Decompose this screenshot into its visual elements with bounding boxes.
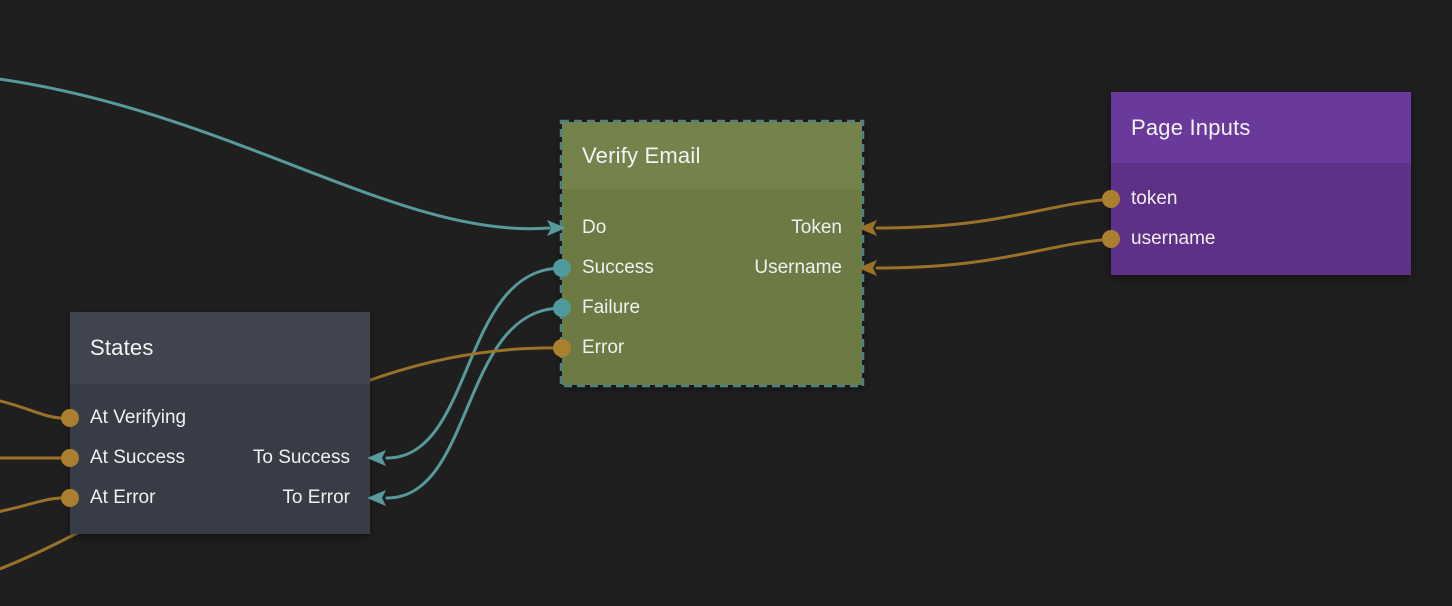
port-label-username-output: username [1131,228,1216,249]
port-error[interactable] [553,339,571,357]
port-failure[interactable] [553,299,571,317]
port-row: Error [562,328,862,368]
arrowhead-username[interactable] [858,260,877,276]
port-label-at-error: At Error [90,487,156,508]
port-label-success: Success [582,257,654,278]
port-label-do: Do [582,217,607,238]
node-states[interactable]: States At Verifying At Success To Succes… [70,312,370,534]
wire-to-at-verifying[interactable] [0,399,64,420]
port-label-to-success: To Success [252,447,350,468]
node-verify-email-header[interactable]: Verify Email [562,122,862,189]
node-title: Page Inputs [1131,114,1251,140]
arrowhead-do[interactable] [547,220,566,236]
node-title: Verify Email [582,142,701,168]
node-page-inputs-header[interactable]: Page Inputs [1111,92,1411,163]
port-at-success[interactable] [61,449,79,467]
port-row: Do Token [562,208,862,248]
node-states-header[interactable]: States [70,312,370,384]
port-label-token: Token [791,217,842,238]
port-row: At Success To Success [70,438,370,478]
port-row: Success Username [562,248,862,288]
wire-username-to-username[interactable] [875,237,1113,270]
port-label-failure: Failure [582,297,641,318]
port-row: At Error To Error [70,478,370,518]
port-label-to-error: To Error [282,487,350,508]
wire-to-do[interactable] [0,77,551,231]
wire-failure-to-to-error[interactable] [385,306,564,500]
wire-success-to-to-success[interactable] [385,266,564,460]
port-label-at-success: At Success [90,447,186,468]
arrowhead-to-success[interactable] [367,450,386,466]
wire-token-to-token[interactable] [875,197,1113,230]
node-page-inputs[interactable]: Page Inputs token username [1111,92,1411,275]
port-at-error[interactable] [61,489,79,507]
node-states-body: At Verifying At Success To Success At Er… [70,384,370,518]
node-verify-email-body: Do Token Success Username Failure Error [562,189,862,368]
node-title: States [90,335,154,360]
wire-to-at-error[interactable] [0,496,64,513]
port-label-error: Error [582,337,625,358]
port-success[interactable] [553,259,571,277]
port-token[interactable] [1102,190,1120,208]
port-row: username [1111,219,1411,259]
port-label-at-verifying: At Verifying [90,407,187,428]
selection-outline-verify-email [559,119,865,388]
port-at-verifying[interactable] [61,409,79,427]
arrowhead-to-error[interactable] [367,490,386,506]
port-row: token [1111,179,1411,219]
port-label-token-output: token [1131,188,1178,209]
node-page-inputs-body: token username [1111,163,1411,259]
port-row: At Verifying [70,398,370,438]
node-verify-email[interactable]: Verify Email Do Token Success Username F… [562,122,862,385]
port-label-username: Username [754,257,842,278]
port-row: Failure [562,288,862,328]
port-username[interactable] [1102,230,1120,248]
arrowhead-token[interactable] [858,220,877,236]
